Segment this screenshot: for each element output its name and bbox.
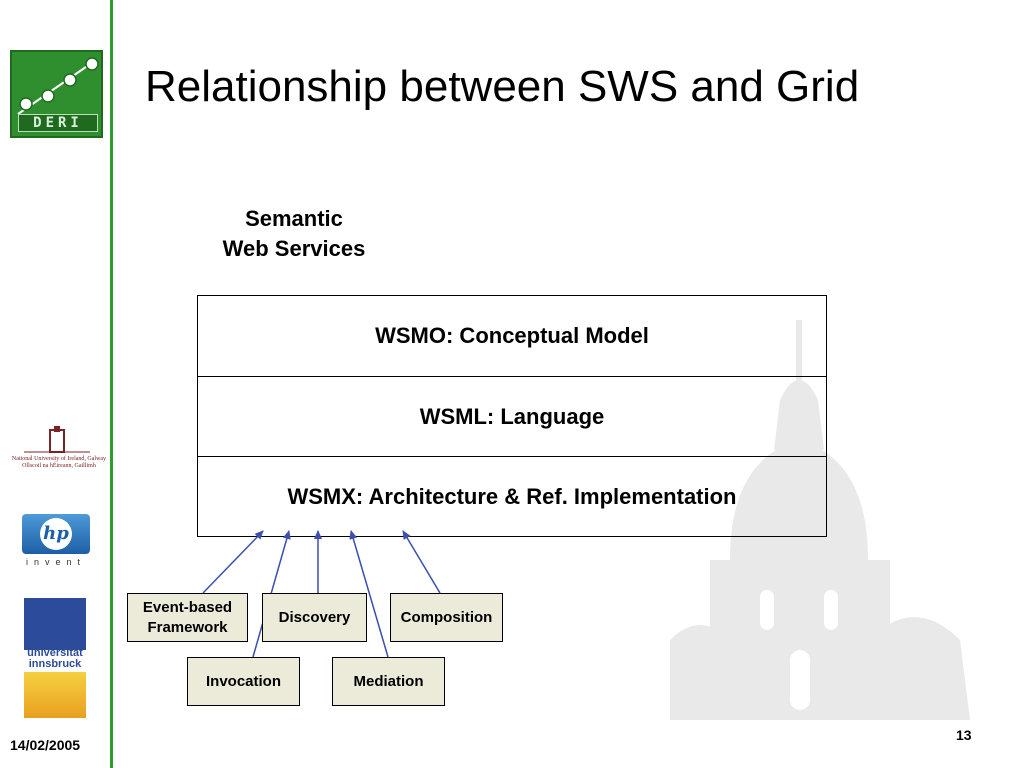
galway-logo-line1: National University of Ireland, Galway [11,456,107,462]
arrow-mediation [349,530,389,658]
layer-wsmx: WSMX: Architecture & Ref. Implementation [198,456,826,536]
component-event-based-framework: Event-based Framework [127,593,248,642]
page-number: 13 [956,727,972,743]
galway-crest-icon [24,426,90,453]
innsbruck-logo-band [24,672,86,718]
hp-logo: hp invent [22,514,90,570]
innsbruck-logo-pattern [24,598,86,650]
sws-layer-stack: WSMO: Conceptual Model WSML: Language WS… [197,295,827,537]
sidebar-divider [110,0,113,768]
component-event-based-line2: Framework [147,618,228,636]
component-composition: Composition [390,593,503,642]
arrow-composition [402,530,441,594]
component-mediation: Mediation [332,657,445,706]
hp-logo-tagline: invent [25,557,87,567]
innsbruck-logo-line1: universität [27,647,83,659]
galway-logo-line2: Ollscoil na hÉireann, Gaillimh [22,463,96,469]
component-invocation: Invocation [187,657,300,706]
cathedral-watermark-icon [670,320,970,720]
arrow-event-based [202,530,264,594]
hp-logo-mark: hp [40,518,72,550]
innsbruck-logo: universität innsbruck [24,598,86,718]
layer-wsml: WSML: Language [198,376,826,456]
sws-heading-line2: Web Services [222,236,366,261]
deri-logo: DERI [10,50,103,138]
deri-dots-icon [17,57,99,115]
galway-logo: National University of Ireland, Galway O… [4,426,110,472]
innsbruck-logo-line2: innsbruck [28,658,82,670]
sws-heading-line1: Semantic [245,206,343,231]
layer-wsmo: WSMO: Conceptual Model [375,323,649,348]
component-discovery: Discovery [262,593,367,642]
slide-title: Relationship between SWS and Grid [145,62,860,111]
deri-logo-text: DERI [18,114,98,132]
component-event-based-line1: Event-based [142,598,233,616]
sws-heading: Semantic Web Services [194,204,394,264]
footer-date: 14/02/2005 [10,737,81,753]
